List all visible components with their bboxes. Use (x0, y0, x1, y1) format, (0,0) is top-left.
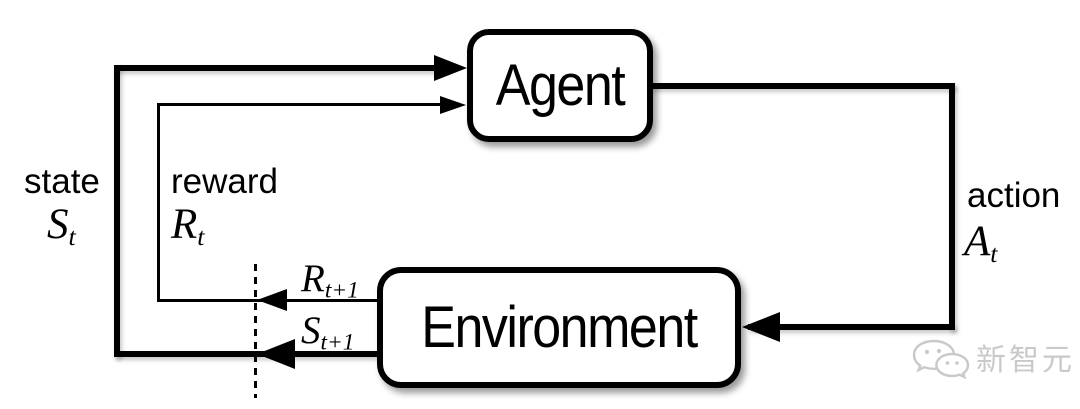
action-arrowhead (742, 312, 780, 342)
state-loop-vertical-line (114, 65, 120, 357)
next-reward-symbol: Rt+1 (301, 259, 359, 303)
state-symbol: St (47, 203, 76, 250)
state-symbol-sub: t (68, 222, 76, 252)
action-arrow-bottom-line (748, 324, 955, 330)
watermark-text: 新智元 (976, 344, 1075, 377)
next-state-symbol-letter: S (301, 309, 321, 352)
next-reward-symbol-letter: R (301, 257, 325, 300)
action-symbol-sub: t (990, 239, 998, 269)
wechat-bubbles-icon (908, 338, 970, 384)
reward-loop-vertical-line (157, 103, 160, 302)
action-loop-vertical-line (949, 83, 955, 330)
reward-symbol-letter: R (171, 201, 198, 248)
action-symbol: At (964, 220, 997, 267)
time-step-dashed-line (254, 264, 257, 398)
action-label: action (967, 176, 1061, 215)
next-reward-symbol-sub: t+1 (324, 277, 359, 304)
next-reward-arrowhead (257, 289, 287, 311)
state-symbol-letter: S (47, 201, 69, 248)
environment-label: Environment (421, 294, 698, 361)
action-symbol-letter: A (964, 218, 991, 265)
next-state-symbol: St+1 (301, 311, 354, 355)
reward-arrow-line (157, 103, 449, 106)
reward-arrowhead (440, 96, 466, 114)
environment-node: Environment (377, 267, 741, 388)
agent-node: Agent (467, 29, 653, 142)
state-arrow-line (114, 65, 436, 71)
next-state-symbol-sub: t+1 (320, 329, 355, 356)
watermark: 新智元 (908, 338, 1075, 384)
state-loop-bottom-line (114, 351, 380, 357)
reward-symbol: Rt (171, 203, 204, 250)
action-arrow-top-line (650, 83, 955, 89)
state-arrowhead (434, 55, 467, 81)
next-state-arrowhead (257, 339, 295, 369)
agent-label: Agent (495, 52, 626, 119)
reward-label: reward (171, 162, 278, 201)
reward-symbol-sub: t (197, 222, 205, 252)
state-label: state (24, 162, 100, 201)
